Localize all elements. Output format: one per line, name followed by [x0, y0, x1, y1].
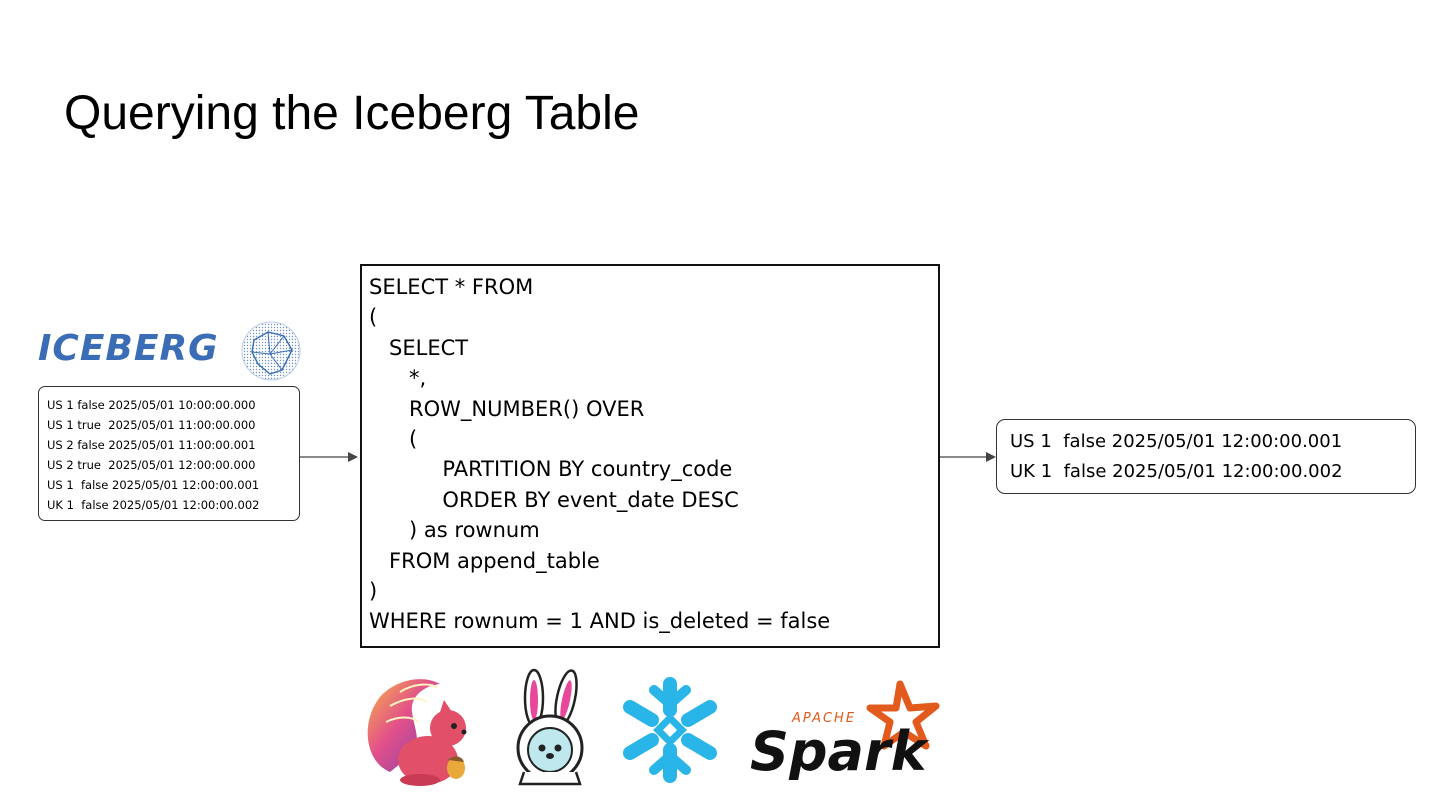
spark-text: Spark — [750, 720, 930, 780]
output-row: UK 1 false 2025/05/01 12:00:00.002 — [1010, 461, 1343, 482]
sql-line: WHERE rownum = 1 AND is_deleted = false — [369, 609, 831, 634]
sql-line: ORDER BY event_date DESC — [369, 487, 739, 512]
input-row: US 2 true 2025/05/01 12:00:00.000 — [47, 458, 256, 472]
sql-line: ( — [369, 427, 418, 452]
input-row: UK 1 false 2025/05/01 12:00:00.002 — [47, 498, 260, 512]
page-title: Querying the Iceberg Table — [64, 87, 640, 140]
sql-query-box: SELECT * FROM ( SELECT *, ROW_NUMBER() O… — [360, 264, 940, 648]
output-row: US 1 false 2025/05/01 12:00:00.001 — [1010, 431, 1343, 452]
spark-apache-text: APACHE — [791, 711, 856, 726]
sql-line: SELECT — [369, 335, 469, 360]
sql-line: ( — [369, 305, 378, 330]
sql-line: ) — [369, 579, 378, 604]
arrow-input-to-query — [300, 452, 358, 462]
sql-line: SELECT * FROM — [369, 275, 534, 299]
input-row: US 1 false 2025/05/01 10:00:00.000 — [47, 398, 256, 412]
iceberg-logo: ICEBERG — [38, 320, 308, 382]
iceberg-logo-text: ICEBERG — [38, 328, 219, 369]
sql-line: ) as rownum — [369, 518, 540, 543]
trino-bunny-logo-icon — [516, 668, 584, 786]
sql-line: *, — [369, 366, 427, 391]
input-rows-box: US 1 false 2025/05/01 10:00:00.000 US 1 … — [38, 386, 300, 521]
input-row: US 1 true 2025/05/01 11:00:00.000 — [47, 418, 256, 432]
sql-line: ROW_NUMBER() OVER — [369, 396, 645, 421]
flink-logo-icon — [367, 679, 467, 786]
sql-line: PARTITION BY country_code — [369, 457, 733, 482]
input-row: US 1 false 2025/05/01 12:00:00.001 — [47, 478, 260, 492]
sql-line: FROM append_table — [369, 548, 600, 573]
output-rows-box: US 1 false 2025/05/01 12:00:00.001 UK 1 … — [996, 419, 1416, 494]
arrow-query-to-output — [940, 452, 996, 462]
apache-spark-logo-icon: APACHE Spark — [750, 680, 940, 780]
snowflake-logo-icon — [623, 677, 717, 783]
input-row: US 2 false 2025/05/01 11:00:00.001 — [47, 438, 256, 452]
iceberg-globe-icon — [241, 321, 301, 381]
